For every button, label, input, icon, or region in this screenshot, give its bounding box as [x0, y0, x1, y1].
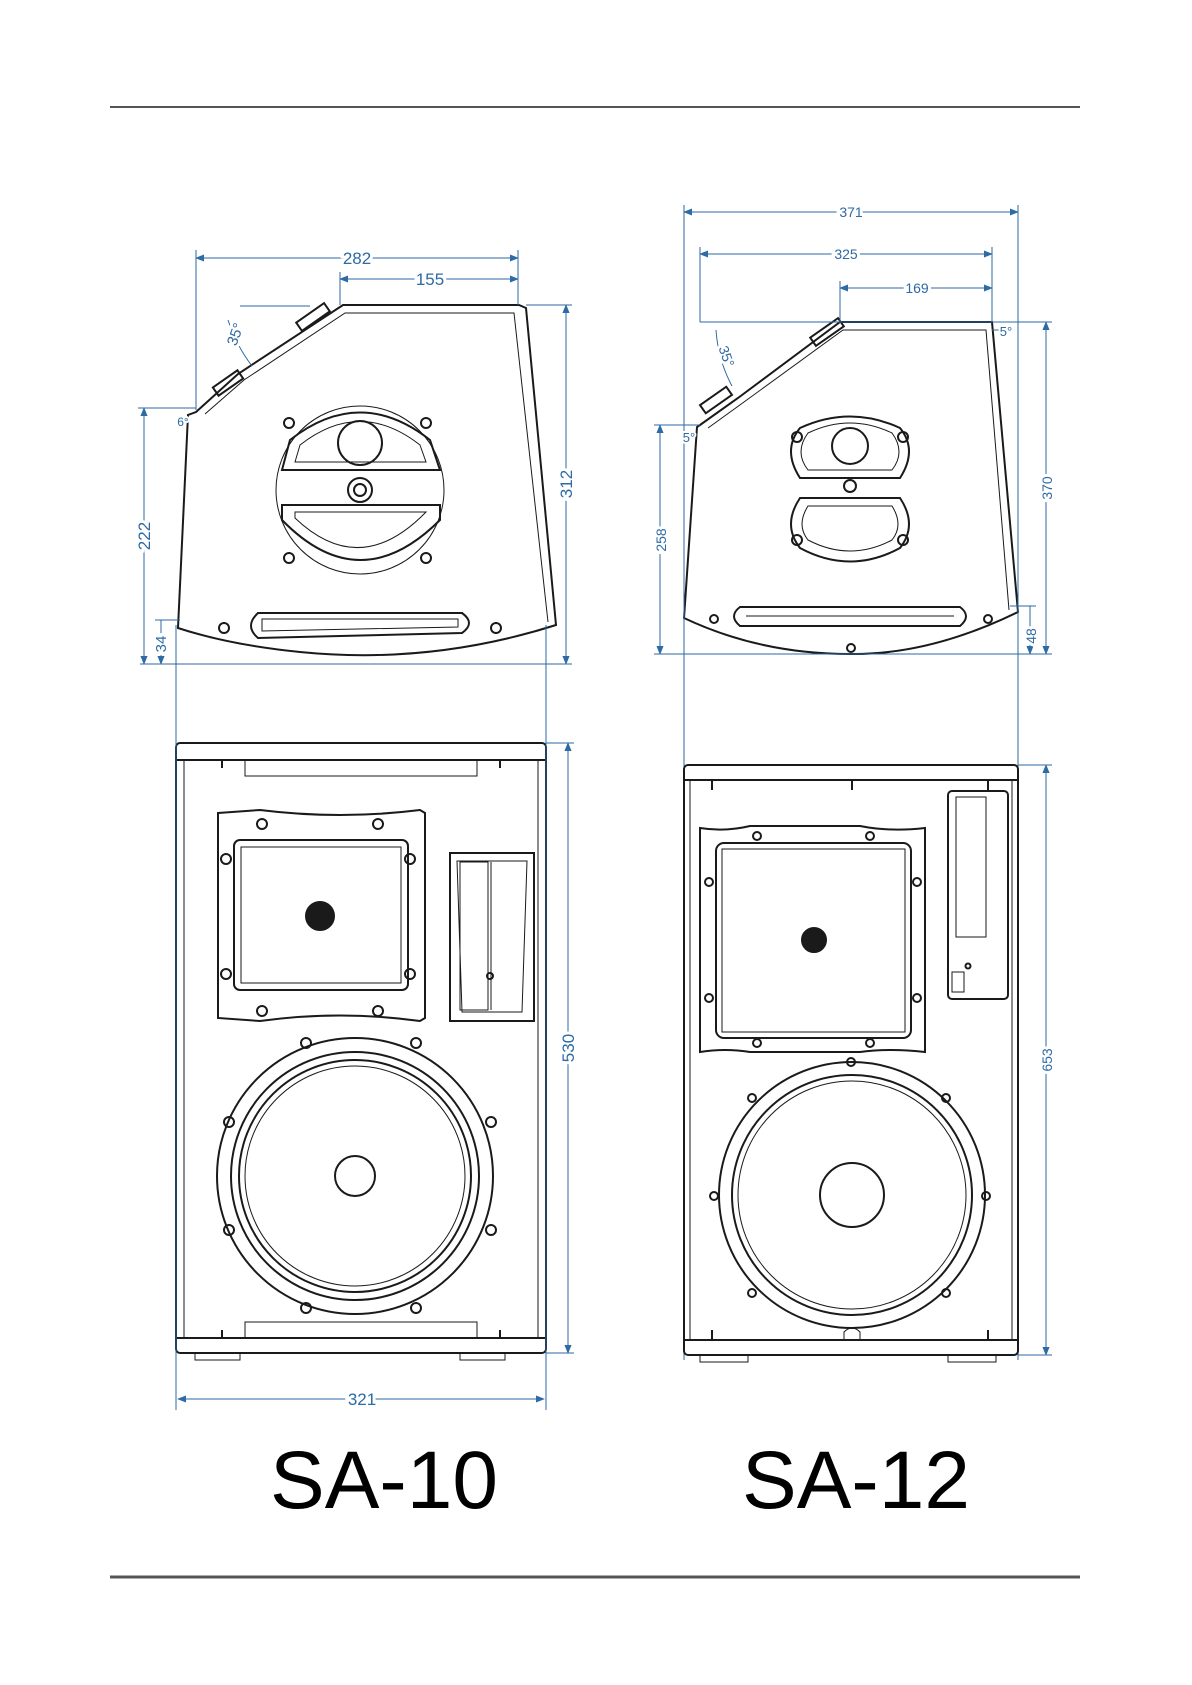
sa10-height-total-label: 312 [557, 470, 576, 498]
sa10-width-top-label: 155 [416, 270, 444, 289]
sa10-width-overall-label: 282 [343, 249, 371, 268]
sa12-width-top-label: 169 [905, 280, 929, 296]
sa10-height-front-label: 222 [135, 522, 154, 550]
sa10-height-bottom-label: 34 [153, 636, 170, 653]
sa10-front-view [176, 743, 546, 1360]
sa12-model-label: SA-12 [742, 1435, 970, 1526]
sa10-top-view [178, 303, 556, 655]
sa12-width-overall-label: 371 [839, 204, 863, 220]
sa12-height-total-label: 370 [1039, 476, 1055, 500]
sa12-height-front-label: 258 [653, 528, 669, 552]
sa12-angle-back-label: 5° [1000, 324, 1012, 339]
sa12-front-dimension-labels: 653 [1039, 1048, 1055, 1072]
sa10-angle-tilt-label: 35° [224, 321, 248, 348]
sa12-angle-tilt-label: 35° [716, 344, 738, 369]
sa10-angle-front-label: 6° [177, 415, 189, 429]
sa12-width-mid-label: 325 [834, 246, 858, 262]
sa12-height-label: 653 [1039, 1048, 1055, 1072]
sa12-top-view [684, 318, 1018, 654]
sa10-top-dimensions [138, 250, 572, 664]
sa10-height-label: 530 [559, 1034, 578, 1062]
sa12-height-bottom-label: 48 [1023, 628, 1039, 644]
sa12-angle-front-label: 5° [683, 430, 695, 445]
sa10-top-dimension-labels: 282 155 312 222 34 35° 6° [135, 249, 576, 652]
sa12-front-view [684, 765, 1018, 1362]
sa10-model-label: SA-10 [270, 1435, 498, 1526]
sa10-width-label: 321 [348, 1390, 376, 1409]
